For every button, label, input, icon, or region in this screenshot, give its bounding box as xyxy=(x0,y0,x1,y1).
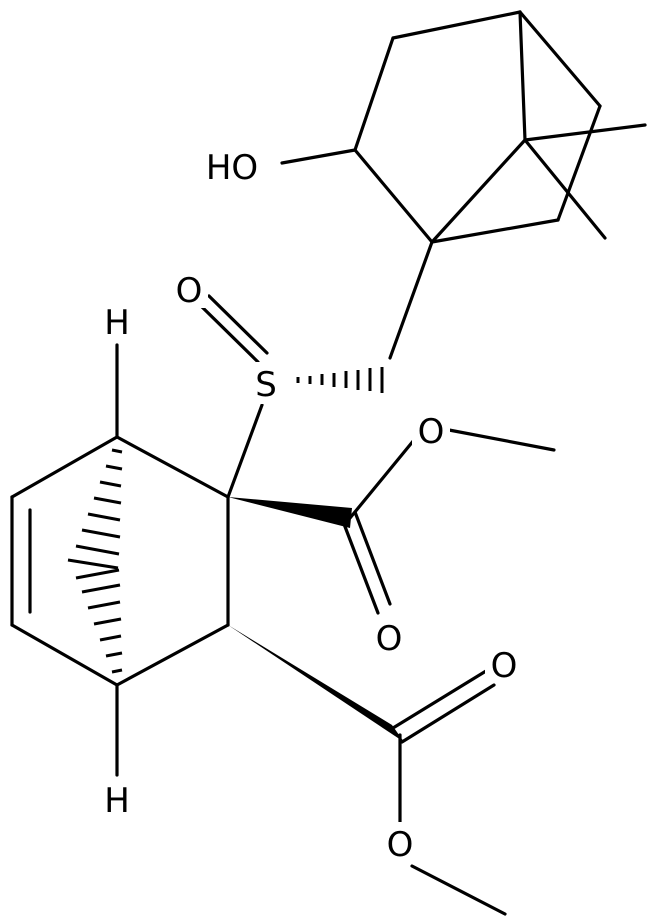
bond xyxy=(523,138,607,240)
sulfur-label: S xyxy=(255,365,277,405)
bond xyxy=(523,123,647,142)
bornane-ring xyxy=(280,10,647,360)
ester1-alkoxy-oxygen-label: O xyxy=(418,412,445,452)
bond xyxy=(556,104,602,222)
bond xyxy=(10,435,119,499)
sulfinyl-group xyxy=(198,294,384,499)
bond xyxy=(447,428,556,452)
bond xyxy=(353,148,434,244)
norbornene-ring xyxy=(10,343,230,777)
bond xyxy=(348,438,416,520)
ester-group-1 xyxy=(228,428,556,615)
bond xyxy=(280,148,357,165)
bond xyxy=(10,623,119,687)
bond xyxy=(388,240,434,360)
bond xyxy=(353,510,392,606)
ester-group-2 xyxy=(228,625,507,916)
bond xyxy=(410,864,507,916)
bond xyxy=(353,36,395,152)
hashed-wedge-bond xyxy=(67,448,123,570)
wedge-bond xyxy=(228,497,352,528)
bond xyxy=(518,10,527,142)
atom-labels: HO O S O O O O H H xyxy=(100,144,523,865)
bond xyxy=(391,10,522,40)
ester2-alkoxy-oxygen-label: O xyxy=(387,825,414,865)
bond xyxy=(518,10,602,108)
bridgehead-h-bottom-label: H xyxy=(104,781,130,821)
sulfinyl-oxygen-label: O xyxy=(176,271,203,311)
hashed-wedge-bond xyxy=(296,367,384,393)
bond xyxy=(430,138,527,244)
ester2-carbonyl-oxygen-label: O xyxy=(491,646,518,686)
bond xyxy=(115,623,230,687)
wedge-bond xyxy=(228,625,404,742)
bond xyxy=(391,669,488,730)
bridgehead-h-top-label: H xyxy=(104,303,130,343)
bond xyxy=(198,303,260,364)
hydroxyl-label: HO xyxy=(206,148,258,188)
hashed-wedge-bond xyxy=(75,568,123,674)
bond xyxy=(226,403,264,499)
bond xyxy=(115,435,230,499)
bond xyxy=(207,294,269,355)
ester1-carbonyl-oxygen-label: O xyxy=(376,619,403,659)
bond xyxy=(342,522,380,615)
bond xyxy=(400,683,496,744)
bond xyxy=(430,218,560,244)
